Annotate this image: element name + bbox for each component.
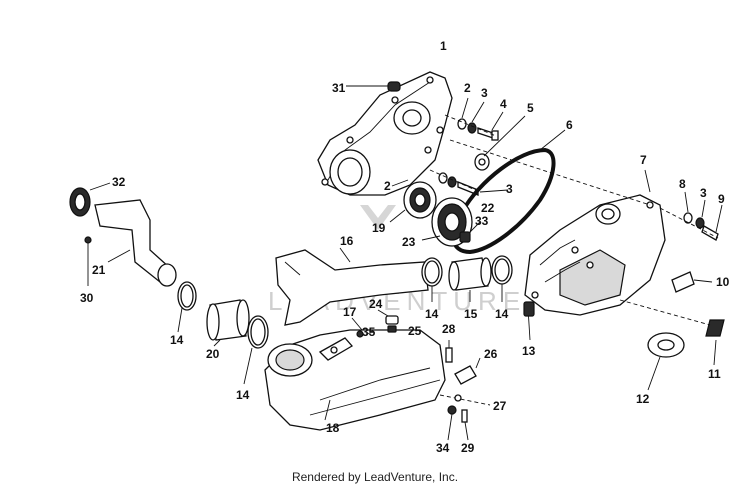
fill-cap[interactable] — [377, 309, 406, 333]
callout-14-a: 14 — [170, 333, 184, 347]
callout-7: 7 — [640, 153, 647, 167]
callout-6: 6 — [566, 118, 573, 132]
lock-washer[interactable] — [447, 405, 457, 441]
callout-26: 26 — [484, 347, 498, 361]
callout-4: 4 — [500, 97, 507, 111]
callout-22: 22 — [481, 201, 495, 215]
callout-9: 9 — [718, 192, 725, 206]
callout-27: 27 — [493, 399, 507, 413]
dowel-pin[interactable] — [445, 340, 453, 363]
callout-35: 35 — [362, 325, 376, 339]
callout-14-c: 14 — [425, 307, 439, 321]
callout-13: 13 — [522, 344, 536, 358]
drive-belt[interactable] — [450, 129, 566, 255]
outer-cover-mount[interactable] — [523, 301, 535, 317]
callout-19: 19 — [372, 221, 386, 235]
gasket[interactable] — [619, 299, 711, 391]
callout-12: 12 — [636, 392, 650, 406]
footer-credit: Rendered by LeadVenture, Inc. — [291, 470, 459, 484]
callout-14-b: 14 — [236, 388, 250, 402]
callout-21: 21 — [92, 263, 106, 277]
callout-2: 2 — [464, 81, 471, 95]
callout-32: 32 — [112, 175, 126, 189]
callout-20: 20 — [206, 347, 220, 361]
callout-10: 10 — [716, 275, 730, 289]
pulley-bolt[interactable] — [459, 221, 481, 243]
callout-34: 34 — [436, 441, 450, 455]
plate-hardware[interactable] — [444, 97, 526, 171]
hose-clamp-left[interactable] — [177, 281, 197, 333]
intake-seal[interactable] — [69, 182, 111, 217]
callout-30: 30 — [80, 291, 94, 305]
lower-plate-hardware[interactable] — [391, 169, 509, 196]
callout-18: 18 — [326, 421, 340, 435]
warning-label[interactable] — [671, 271, 713, 293]
connector-tube[interactable] — [206, 299, 250, 347]
callout-24: 24 — [369, 297, 383, 311]
bolt[interactable] — [461, 409, 469, 441]
callout-17: 17 — [343, 305, 357, 319]
hose-clamp-right[interactable] — [491, 255, 513, 302]
coupler-tube[interactable] — [448, 257, 492, 302]
callout-2b: 2 — [384, 179, 391, 193]
callout-23: 23 — [402, 235, 416, 249]
callout-1: 1 — [440, 39, 447, 53]
hose-clamp-upper[interactable] — [421, 257, 443, 302]
cover-hardware[interactable] — [659, 191, 723, 241]
lower-housing[interactable] — [264, 329, 446, 431]
callout-3c: 3 — [506, 182, 513, 196]
air-intake-tube[interactable] — [275, 247, 429, 326]
callout-11: 11 — [708, 367, 721, 381]
bushing[interactable] — [346, 81, 401, 92]
mounting-bracket[interactable] — [318, 337, 354, 361]
callout-29: 29 — [461, 441, 475, 455]
callout-28: 28 — [442, 322, 456, 336]
duct-screw[interactable] — [84, 236, 92, 286]
callout-5: 5 — [527, 101, 534, 115]
callout-31: 31 — [332, 81, 346, 95]
callout-33: 33 — [475, 214, 489, 228]
intake-duct[interactable] — [94, 199, 177, 287]
inner-cover-plate[interactable] — [317, 71, 453, 196]
callout-14-d: 14 — [495, 307, 509, 321]
breather-tube[interactable] — [454, 357, 481, 385]
callout-labels: 1 2 3 4 5 6 7 8 3 9 10 11 12 13 14 14 14… — [80, 39, 730, 455]
hose-clamp-lower[interactable] — [243, 315, 269, 385]
seal[interactable] — [389, 181, 437, 223]
callout-25: 25 — [408, 324, 422, 338]
callout-3: 3 — [481, 86, 488, 100]
callout-8: 8 — [679, 177, 686, 191]
callout-15: 15 — [464, 307, 478, 321]
housing-screw[interactable] — [351, 317, 375, 338]
decal[interactable] — [705, 319, 725, 366]
callout-3b: 3 — [700, 186, 707, 200]
hose-clip[interactable] — [439, 394, 491, 406]
callout-16: 16 — [340, 234, 354, 248]
